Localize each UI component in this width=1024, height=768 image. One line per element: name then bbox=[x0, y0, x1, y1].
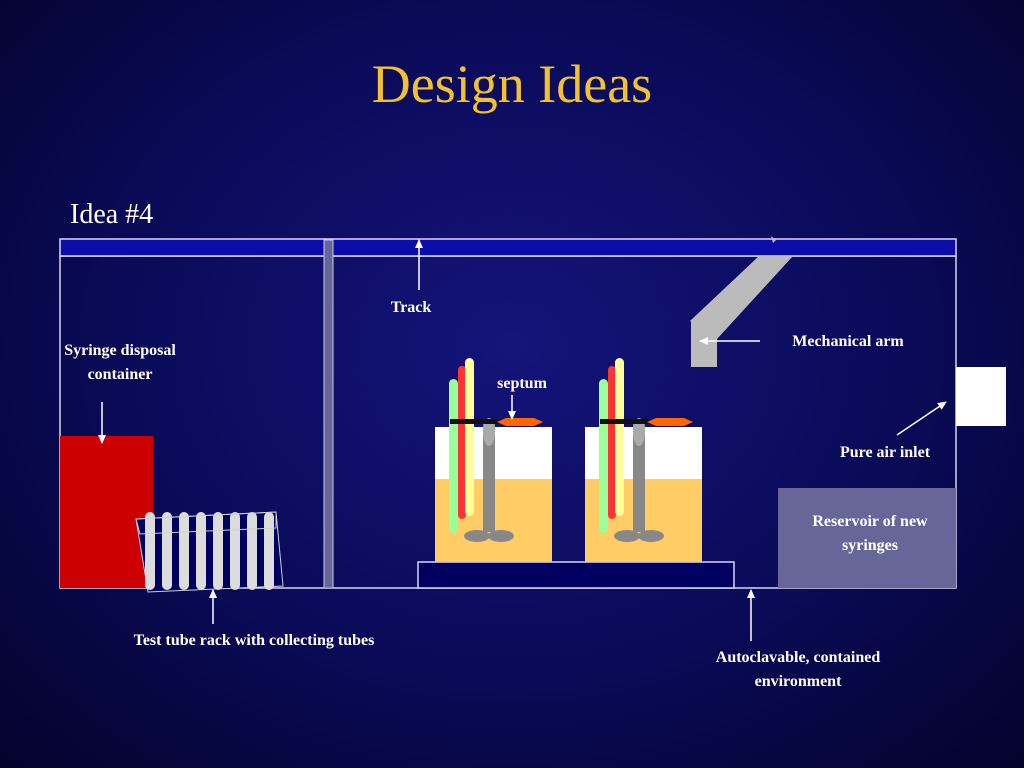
label-syringe-disposal: Syringe disposal container bbox=[30, 339, 210, 387]
arrow-air-inlet bbox=[896, 401, 947, 436]
label-reservoir-line2: syringes bbox=[842, 537, 898, 554]
label-environment-line2: environment bbox=[754, 673, 842, 690]
label-septum: septum bbox=[497, 375, 547, 392]
label-mechanical-arm: Mechanical arm bbox=[792, 333, 904, 350]
test-tube-rack bbox=[135, 511, 284, 593]
divider-wall bbox=[323, 239, 334, 589]
syringe-reservoir bbox=[778, 488, 956, 588]
label-reservoir-line1: Reservoir of new bbox=[812, 513, 928, 530]
disposal-container bbox=[60, 436, 153, 588]
air-inlet-port bbox=[956, 367, 1006, 426]
label-environment: Autoclavable, contained environment bbox=[668, 646, 928, 694]
label-pure-air-inlet: Pure air inlet bbox=[839, 444, 931, 461]
track-rail bbox=[59, 238, 957, 257]
label-syringe-disposal-line1: Syringe disposal bbox=[64, 342, 176, 359]
vessel-1 bbox=[435, 358, 552, 562]
idea-label: Idea #4 bbox=[70, 199, 154, 230]
vessel-2 bbox=[585, 358, 702, 562]
slide-title: Design Ideas bbox=[371, 54, 653, 114]
label-environment-line1: Autoclavable, contained bbox=[715, 649, 881, 666]
platform bbox=[417, 561, 735, 589]
label-syringe-disposal-line2: container bbox=[87, 366, 153, 383]
label-test-tube-rack: Test tube rack with collecting tubes bbox=[133, 632, 375, 649]
label-track: Track bbox=[390, 299, 432, 316]
label-reservoir: Reservoir of new syringes bbox=[780, 510, 960, 558]
